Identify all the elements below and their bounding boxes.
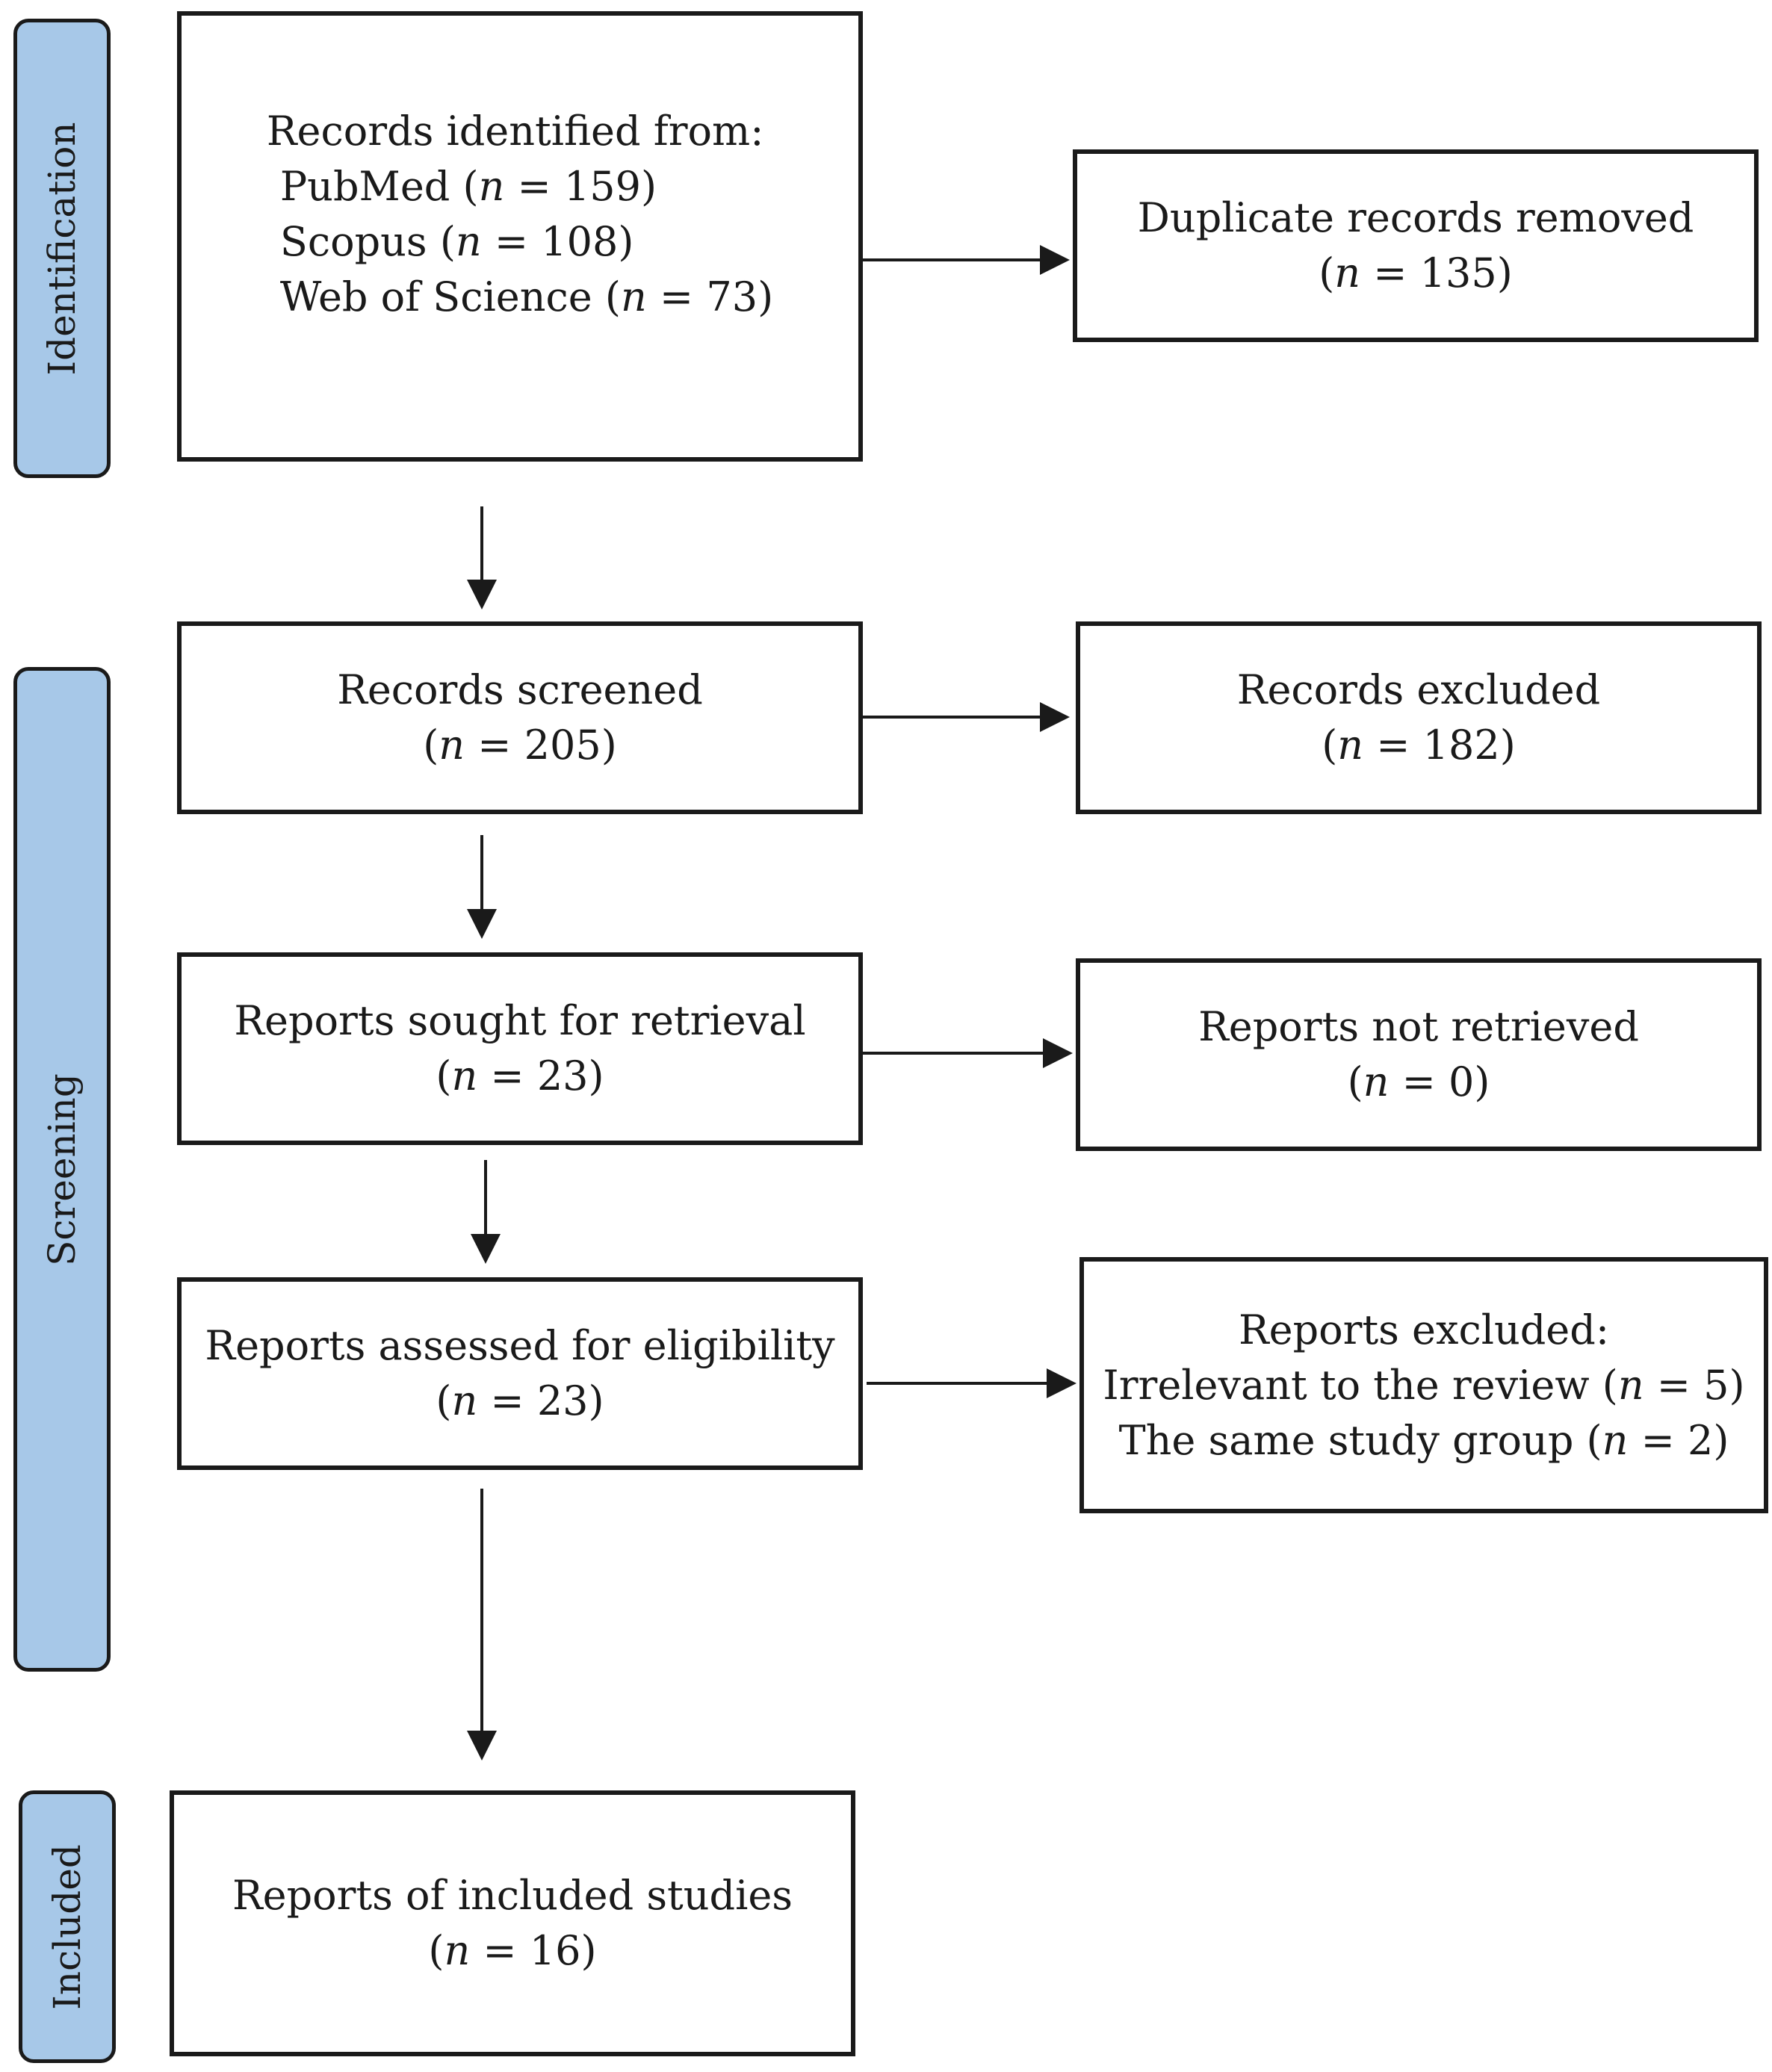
box-reports-sought: Reports sought for retrieval (n = 23) — [177, 952, 863, 1145]
screened-label: Records screened — [337, 666, 703, 713]
not-retrieved-count: (n = 0) — [1347, 1058, 1490, 1105]
identified-heading: Records identified from: — [266, 107, 764, 155]
excluded-label: Records excluded — [1236, 666, 1601, 713]
source-item: Web of Science (n = 73) — [279, 273, 774, 320]
reports-excluded-heading: Reports excluded: — [1238, 1306, 1610, 1353]
screened-count: (n = 205) — [423, 722, 617, 769]
box-reports-excluded: Reports excluded: Irrelevant to the revi… — [1079, 1257, 1768, 1513]
assessed-count: (n = 23) — [436, 1377, 604, 1424]
duplicates-label: Duplicate records removed — [1137, 194, 1694, 241]
sought-label: Reports sought for retrieval — [234, 997, 806, 1044]
box-records-identified: Records identified from: PubMed (n = 159… — [177, 11, 863, 462]
sought-count: (n = 23) — [436, 1052, 604, 1099]
phase-identification: Identification — [13, 19, 111, 478]
included-label: Reports of included studies — [232, 1872, 793, 1919]
exclusion-reason: Irrelevant to the review (n = 5) — [1103, 1361, 1745, 1409]
source-item: PubMed (n = 159) — [279, 162, 657, 210]
box-duplicates-removed: Duplicate records removed (n = 135) — [1073, 149, 1759, 342]
included-count: (n = 16) — [428, 1927, 597, 1974]
box-reports-not-retrieved: Reports not retrieved (n = 0) — [1076, 958, 1762, 1151]
not-retrieved-label: Reports not retrieved — [1198, 1003, 1639, 1050]
phase-included: Included — [19, 1790, 116, 2063]
box-records-excluded: Records excluded (n = 182) — [1076, 621, 1762, 814]
source-item: Scopus (n = 108) — [279, 217, 634, 265]
assessed-label: Reports assessed for eligibility — [205, 1322, 835, 1369]
box-included-studies: Reports of included studies (n = 16) — [170, 1790, 855, 2056]
box-reports-assessed: Reports assessed for eligibility (n = 23… — [177, 1277, 863, 1470]
exclusion-reason: The same study group (n = 2) — [1118, 1416, 1729, 1464]
box-records-screened: Records screened (n = 205) — [177, 621, 863, 814]
phase-screening: Screening — [13, 667, 111, 1672]
duplicates-count: (n = 135) — [1319, 249, 1513, 297]
excluded-count: (n = 182) — [1322, 722, 1516, 769]
